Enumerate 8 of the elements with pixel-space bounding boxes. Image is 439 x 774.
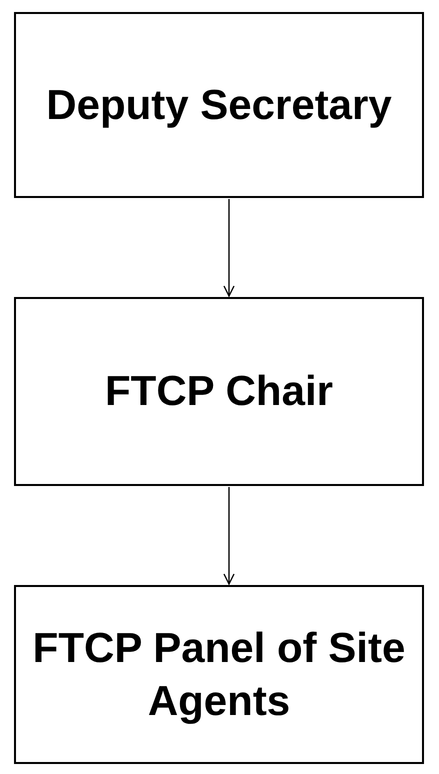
process-box — [14, 297, 424, 486]
box-label: FTCP Panel of Site Agents — [32, 623, 406, 726]
process-box — [14, 585, 424, 764]
arrow — [223, 199, 235, 297]
box-label: FTCP Chair — [105, 366, 333, 416]
arrow — [223, 487, 235, 585]
process-box — [14, 12, 424, 198]
box-label: Deputy Secretary — [46, 80, 392, 130]
